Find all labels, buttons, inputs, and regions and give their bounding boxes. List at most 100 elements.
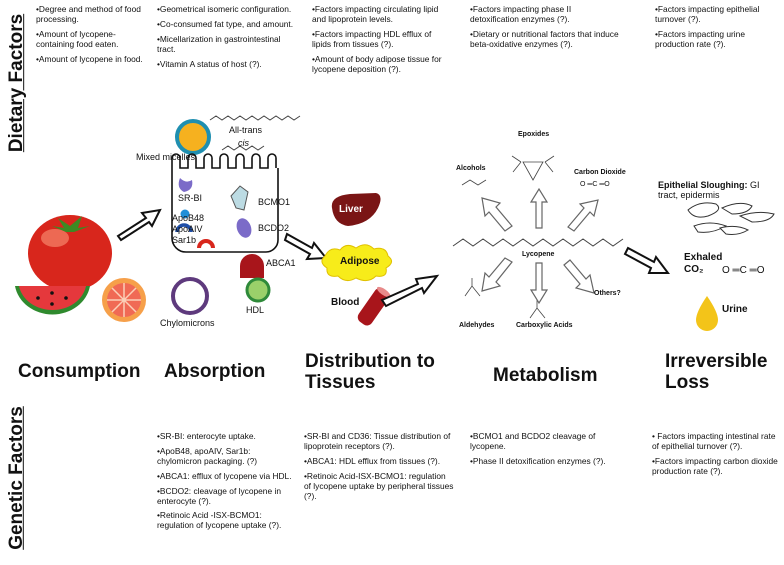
list-item: •Co-consumed fat type, and amount. <box>157 18 294 29</box>
label-co2: CO₂ <box>684 264 704 275</box>
label-exhaled: Exhaled <box>684 252 723 263</box>
list-item: •SR-BI: enterocyte uptake. <box>157 431 256 441</box>
label-cis: cis <box>238 138 249 148</box>
label-aldehydes: Aldehydes <box>459 322 495 329</box>
abca1-transporter-icon <box>240 254 264 278</box>
lycopene-structure <box>452 238 624 247</box>
label-liver: Liver <box>339 204 363 215</box>
sar1b-icon <box>197 239 215 249</box>
label-all-trans: All-trans <box>229 125 263 135</box>
stage-irreversible-loss: Irreversible Loss <box>665 351 768 393</box>
list-item: •Vitamin A status of host (?). <box>157 58 262 69</box>
list-item: •Micellarization in gastrointestinal tra… <box>157 33 281 54</box>
tomato-icon <box>28 215 112 291</box>
stage-distribution: Distribution to Tissues <box>305 351 435 393</box>
label-bcmo1: BCMO1 <box>258 197 291 207</box>
label-alcohols: Alcohols <box>456 165 486 172</box>
label-bcdo2: BCDO2 <box>258 223 290 233</box>
list-item: •Geometrical isomeric configuration. <box>157 4 292 14</box>
alcohol-structure <box>461 179 487 186</box>
label-others: Others? <box>594 290 621 297</box>
dietary-metabolism-list: •Factors impacting phase II detoxificati… <box>470 4 620 55</box>
apob48-icon <box>180 209 190 219</box>
list-item: •Amount of lycopene-containing food eate… <box>36 28 119 49</box>
list-item: • Factors impacting intestinal rate of e… <box>652 431 776 451</box>
genetic-metabolism-list: •BCMO1 and BCDO2 cleavage of lycopene. •… <box>470 431 620 472</box>
epithelial-sloughing-icon <box>687 202 775 235</box>
aldehyde-structure <box>464 278 481 297</box>
dietary-loss-list: •Factors impacting epithelial turnover (… <box>655 4 780 55</box>
lycopene-cis-structure <box>221 145 265 151</box>
blood-vessel-icon <box>357 286 391 326</box>
arrow-consumption-absorption <box>116 208 162 242</box>
watermelon-icon <box>15 286 90 315</box>
list-item: •BCDO2: cleavage of lycopene in enterocy… <box>157 485 281 506</box>
liver-icon <box>331 193 381 226</box>
genetic-distribution-list: •SR-BI and CD36: Tissue distribution of … <box>304 431 454 506</box>
list-item: •Factors impacting carbon dioxide produc… <box>652 455 778 476</box>
list-item: •Degree and method of food processing. <box>36 4 141 24</box>
list-item: •ApoB48, apoAIV, Sar1b: chylomicron pack… <box>157 445 258 466</box>
arrow-distribution-metabolism <box>380 274 440 308</box>
grapefruit-icon <box>102 278 146 322</box>
enterocyte-cell <box>171 153 279 253</box>
label-urine: Urine <box>722 304 748 315</box>
list-item: •Dietary or nutritional factors that ind… <box>470 28 619 49</box>
label-co2-formula: O ═C ═O <box>722 265 765 276</box>
urine-drop-icon <box>696 296 718 331</box>
label-lycopene: Lycopene <box>522 251 555 258</box>
arrow-metabolism-loss <box>623 246 670 274</box>
label-epithelial-sloughing: Epithelial Sloughing: GI tract, epidermi… <box>658 180 760 200</box>
label-co2-structure: O ═C ═O <box>580 181 610 188</box>
list-item: •Amount of body adipose tissue for lycop… <box>312 53 442 74</box>
dietary-absorption-list: •Geometrical isomeric configuration. •Co… <box>157 4 297 75</box>
list-item: •ABCA1: HDL efflux from tissues (?). <box>304 455 441 466</box>
chylomicron-icon <box>171 277 209 315</box>
label-mixed-micelles: Mixed micelles <box>136 152 196 162</box>
list-item: •Amount of lycopene in food. <box>36 53 143 64</box>
list-item: •Factors impacting epithelial turnover (… <box>655 4 760 24</box>
list-item: •Factors impacting urine production rate… <box>655 28 745 49</box>
label-sar1b: Sar1b <box>172 235 197 245</box>
list-item: •ABCA1: efflux of lycopene via HDL. <box>157 470 292 481</box>
list-item: •Factors impacting phase II detoxificati… <box>470 4 572 24</box>
adipose-icon <box>321 244 392 282</box>
list-item: •Retinoic Acid -ISX-BCMO1: regulation of… <box>157 510 282 531</box>
list-item: •Retinoic Acid-ISX-BCMO1: regulation of … <box>304 470 454 501</box>
genetic-absorption-list: •SR-BI: enterocyte uptake. •ApoB48, apoA… <box>157 431 297 536</box>
label-abca1: ABCA1 <box>266 258 296 268</box>
epoxide-structure <box>511 155 555 181</box>
hdl-icon <box>245 277 271 303</box>
genetic-loss-list: • Factors impacting intestinal rate of e… <box>652 431 780 482</box>
stage-metabolism: Metabolism <box>493 365 598 386</box>
bcdo2-enzyme-icon <box>236 218 252 238</box>
label-chylomicrons: Chylomicrons <box>160 318 215 328</box>
dietary-distribution-list: •Factors impacting circulating lipid and… <box>312 4 452 79</box>
bcmo1-enzyme-icon <box>230 185 249 211</box>
label-carboxylic-acids: Carboxylic Acids <box>516 322 573 329</box>
apoaiv-icon <box>175 223 193 233</box>
label-epoxides: Epoxides <box>518 131 550 138</box>
list-item: •Phase II detoxification enzymes (?). <box>470 455 606 466</box>
carboxylic-acid-structure <box>529 300 546 319</box>
lycopene-all-trans-structure <box>209 115 301 121</box>
stage-consumption: Consumption <box>18 361 141 382</box>
list-item: •BCMO1 and BCDO2 cleavage of lycopene. <box>470 431 596 451</box>
stage-absorption: Absorption <box>164 361 266 382</box>
label-blood: Blood <box>331 297 360 308</box>
list-item: •SR-BI and CD36: Tissue distribution of … <box>304 431 451 451</box>
metabolism-arrows <box>481 187 599 305</box>
list-item: •Factors impacting HDL efflux of lipids … <box>312 28 432 49</box>
mixed-micelle-icon <box>175 119 211 155</box>
label-apoaiv: ApoAIV <box>172 224 203 234</box>
label-sr-bi: SR-BI <box>178 193 203 203</box>
label-apob48: ApoB48 <box>172 213 205 223</box>
sr-bi-receptor-icon <box>178 178 193 192</box>
label-carbon-dioxide: Carbon Dioxide <box>574 169 626 176</box>
label-hdl: HDL <box>246 305 265 315</box>
label-adipose: Adipose <box>340 256 380 267</box>
dietary-consumption-list: •Degree and method of food processing. •… <box>36 4 148 70</box>
list-item: •Factors impacting circulating lipid and… <box>312 4 439 24</box>
arrow-absorption-distribution <box>283 232 328 261</box>
